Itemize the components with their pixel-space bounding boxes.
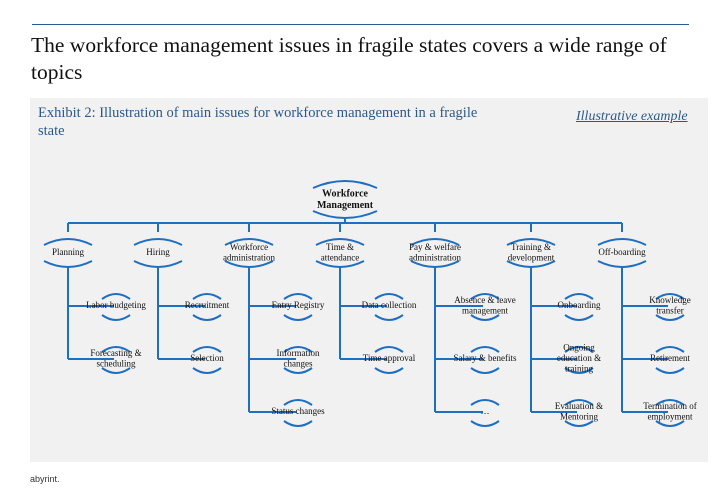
category-pay-welfare-top-arc (410, 238, 460, 246)
item-node-off-boarding-1-top-arc (655, 346, 685, 353)
item-label-time-attendance-0: Data collection (362, 300, 417, 310)
item-label-workforce-administration-0: Entry Registry (272, 300, 325, 310)
item-label-planning-1: Forecasting & (90, 348, 141, 358)
item-node-time-attendance-0-top-arc (374, 293, 404, 300)
item-label-planning-0: Labor budgeting (86, 300, 146, 310)
item-node-workforce-administration-0-bottom-arc (283, 314, 313, 321)
category-label-planning: Planning (52, 247, 85, 257)
category-label-off-boarding: Off-boarding (598, 247, 646, 257)
category-hiring-bottom-arc (133, 260, 183, 268)
category-workforce-administration-top-arc (224, 238, 274, 246)
item-node-planning-0-bottom-arc (101, 314, 131, 321)
illustrative-example-label: Illustrative example (576, 109, 688, 124)
item-node-workforce-administration-1-top-arc (283, 346, 313, 353)
category-label-pay-welfare: administration (409, 252, 461, 262)
item-node-workforce-administration-0-top-arc (283, 293, 313, 300)
item-node-hiring-0-bottom-arc (192, 314, 222, 321)
item-node-off-boarding-1-bottom-arc (655, 367, 685, 374)
category-planning-bottom-arc (43, 260, 93, 268)
item-node-hiring-1-top-arc (192, 346, 222, 353)
category-off-boarding-top-arc (597, 238, 647, 246)
item-label-pay-welfare-0: management (462, 305, 508, 315)
item-label-off-boarding-0: transfer (656, 305, 683, 315)
item-label-training-development-2: Evaluation & (555, 401, 603, 411)
item-label-training-development-2: Mentoring (560, 411, 598, 421)
item-node-off-boarding-2-top-arc (655, 399, 685, 406)
item-node-planning-1-top-arc (101, 346, 131, 353)
exhibit-title: Exhibit 2: Illustration of main issues f… (38, 105, 478, 139)
item-node-hiring-0-top-arc (192, 293, 222, 300)
category-label-workforce-administration: administration (223, 252, 275, 262)
item-label-training-development-1: training (565, 364, 593, 374)
item-label-workforce-administration-1: changes (284, 358, 313, 368)
category-label-training-development: Training & (511, 242, 551, 252)
item-node-pay-welfare-2-bottom-arc (470, 420, 500, 427)
item-node-training-development-0-bottom-arc (564, 314, 594, 321)
item-label-off-boarding-2: Termination of (643, 401, 697, 411)
item-node-training-development-1-bottom-arc (564, 367, 594, 374)
root-node-label: Workforce (322, 189, 368, 200)
item-node-training-development-2-top-arc (564, 399, 594, 406)
item-node-training-development-1-top-arc (564, 346, 594, 353)
item-label-pay-welfare-0: Absence & leave (454, 295, 515, 305)
category-training-development-top-arc (506, 238, 556, 246)
item-label-training-development-1: Ongoing (563, 343, 595, 353)
item-node-training-development-0-top-arc (564, 293, 594, 300)
item-node-workforce-administration-2-top-arc (283, 399, 313, 406)
category-label-workforce-administration: Workforce (230, 242, 268, 252)
item-node-workforce-administration-1-bottom-arc (283, 367, 313, 374)
item-label-hiring-0: Recruitment (185, 300, 230, 310)
footer-logo-text: abyrint. (30, 474, 60, 484)
title-rule (32, 24, 689, 25)
item-label-off-boarding-1: Retirement (650, 353, 690, 363)
category-label-time-attendance: attendance (321, 252, 359, 262)
root-node-label: Management (317, 200, 374, 211)
item-node-planning-0-top-arc (101, 293, 131, 300)
item-node-pay-welfare-0-bottom-arc (470, 314, 500, 321)
item-node-time-attendance-0-bottom-arc (374, 314, 404, 321)
category-hiring-top-arc (133, 238, 183, 246)
item-label-planning-1: scheduling (97, 358, 136, 368)
item-node-pay-welfare-2-top-arc (470, 399, 500, 406)
category-label-hiring: Hiring (146, 247, 170, 257)
item-label-pay-welfare-2: … (481, 406, 490, 416)
item-node-training-development-2-bottom-arc (564, 420, 594, 427)
category-planning-top-arc (43, 238, 93, 246)
category-off-boarding-bottom-arc (597, 260, 647, 268)
item-label-off-boarding-2: employment (648, 411, 693, 421)
item-node-time-attendance-1-top-arc (374, 346, 404, 353)
item-node-pay-welfare-1-top-arc (470, 346, 500, 353)
item-node-workforce-administration-2-bottom-arc (283, 420, 313, 427)
item-node-off-boarding-0-top-arc (655, 293, 685, 300)
item-node-off-boarding-0-bottom-arc (655, 314, 685, 321)
item-label-workforce-administration-1: Information (277, 348, 320, 358)
item-node-pay-welfare-1-bottom-arc (470, 367, 500, 374)
item-label-time-attendance-1: Time approval (363, 353, 416, 363)
root-node-top-arc (312, 180, 378, 189)
category-label-pay-welfare: Pay & welfare (409, 242, 461, 252)
page-title: The workforce management issues in fragi… (31, 33, 667, 84)
item-label-off-boarding-0: Knowledge (649, 295, 691, 305)
item-label-training-development-0: Onboarding (558, 300, 601, 310)
category-label-time-attendance: Time & (326, 242, 354, 252)
category-label-training-development: development (508, 252, 555, 262)
item-node-planning-1-bottom-arc (101, 367, 131, 374)
item-label-pay-welfare-1: Salary & benefits (454, 353, 517, 363)
item-node-hiring-1-bottom-arc (192, 367, 222, 374)
item-node-time-attendance-1-bottom-arc (374, 367, 404, 374)
category-time-attendance-top-arc (315, 238, 365, 246)
root-node-bottom-arc (312, 210, 378, 219)
exhibit-panel (30, 98, 708, 462)
item-label-workforce-administration-2: Status changes (271, 406, 325, 416)
item-label-hiring-1: Selection (190, 353, 224, 363)
item-label-training-development-1: education & (557, 353, 601, 363)
item-node-pay-welfare-0-top-arc (470, 293, 500, 300)
item-node-off-boarding-2-bottom-arc (655, 420, 685, 427)
